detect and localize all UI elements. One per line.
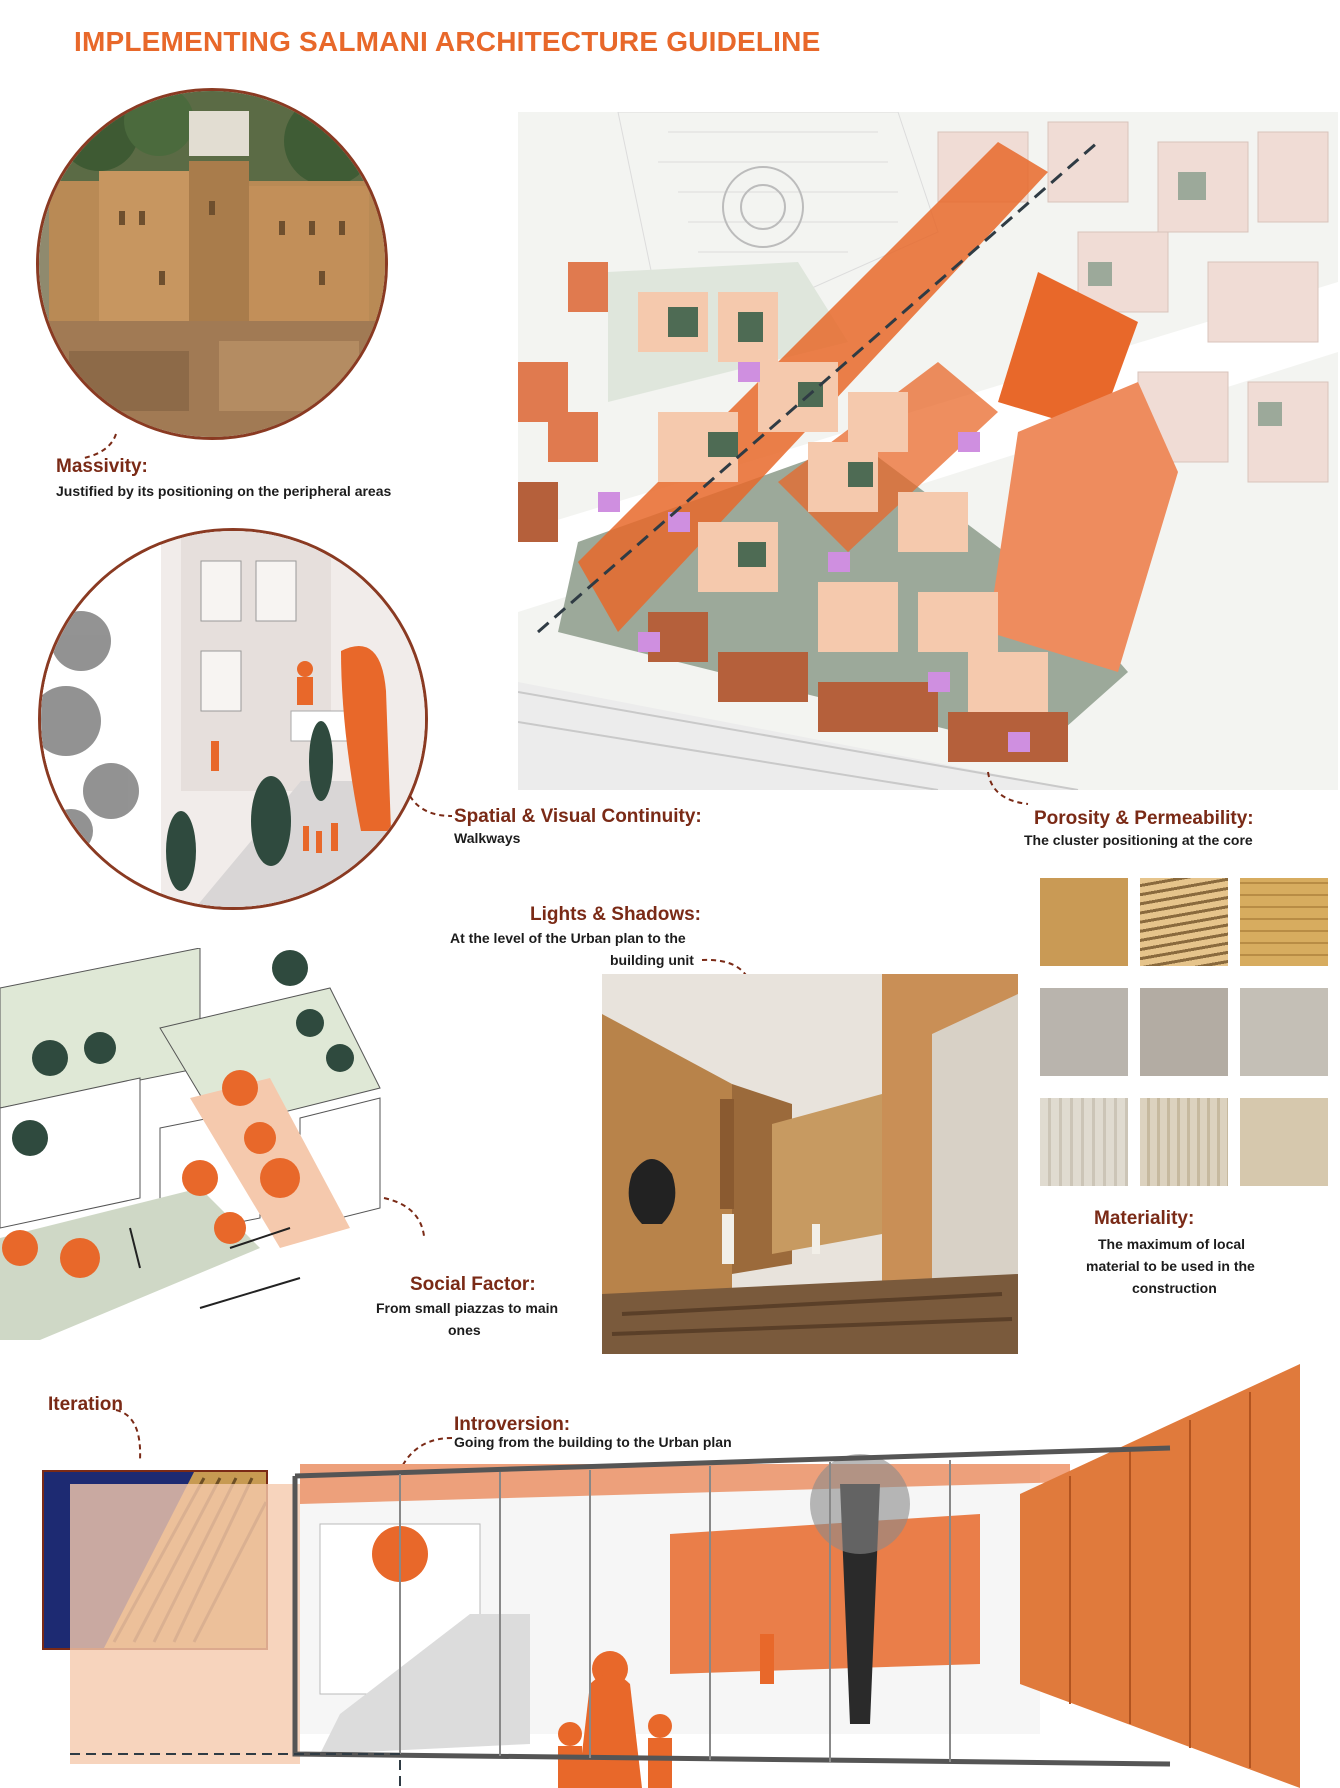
material-swatch [1040, 878, 1128, 966]
materiality-heading: Materiality: [1094, 1208, 1195, 1229]
porosity-text: The cluster positioning at the core [1024, 832, 1253, 848]
site-plan [518, 112, 1338, 790]
social-heading: Social Factor: [410, 1274, 536, 1295]
massivity-heading: Massivity: [56, 456, 148, 477]
social-axonometric [0, 948, 400, 1340]
materiality-line1: The maximum of local [1098, 1236, 1246, 1252]
porosity-heading: Porosity & Permeability: [1034, 808, 1254, 829]
massivity-photo [36, 88, 388, 440]
spatial-leader-arrow [409, 795, 453, 817]
social-leader-arrow [383, 1197, 425, 1237]
iteration-heading: Iteration [48, 1394, 123, 1415]
materials-grid [1040, 878, 1330, 1188]
material-swatch [1140, 1098, 1228, 1186]
material-swatch [1140, 878, 1228, 966]
lights-line2: building unit [610, 952, 694, 968]
street-render [602, 974, 1018, 1354]
material-swatch [1240, 1098, 1328, 1186]
material-swatch [1040, 988, 1128, 1076]
lights-heading: Lights & Shadows: [530, 904, 701, 925]
page-title: IMPLEMENTING SALMANI ARCHITECTURE GUIDEL… [74, 26, 821, 57]
social-line1: From small piazzas to main [376, 1300, 559, 1316]
lights-line1: At the level of the Urban plan to the [450, 930, 686, 946]
materiality-line3: construction [1132, 1280, 1217, 1296]
introversion-section-render [70, 1364, 1340, 1788]
material-swatch [1240, 878, 1328, 966]
massivity-text: Justified by its positioning on the peri… [56, 483, 392, 499]
social-line2: ones [448, 1322, 481, 1338]
spatial-heading: Spatial & Visual Continuity: [454, 806, 702, 827]
material-swatch [1040, 1098, 1128, 1186]
porosity-leader-arrow [987, 771, 1029, 805]
material-swatch [1140, 988, 1228, 1076]
walkway-sketch [38, 528, 428, 910]
spatial-text: Walkways [454, 830, 521, 846]
massivity-leader-arrow [83, 433, 117, 459]
material-swatch [1240, 988, 1328, 1076]
introversion-text: Going from the building to the Urban pla… [454, 1434, 732, 1450]
iteration-leader-arrow [115, 1409, 142, 1461]
introversion-heading: Introversion: [454, 1414, 571, 1435]
materiality-line2: material to be used in the [1086, 1258, 1255, 1274]
